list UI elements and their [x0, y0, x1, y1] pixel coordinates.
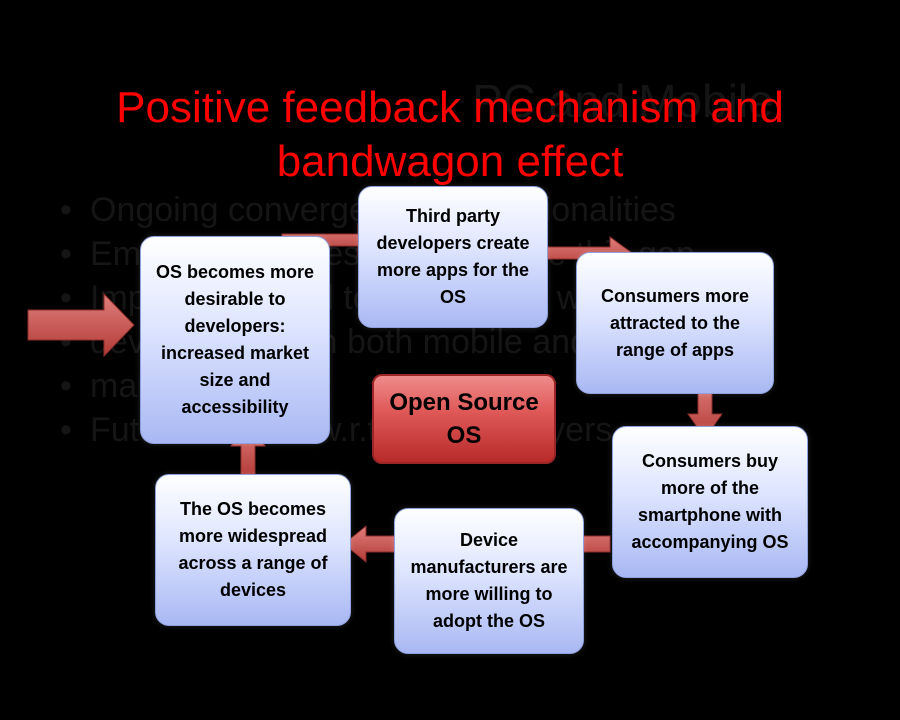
node-os-desirable-label: OS becomes more desirable to developers:…: [155, 262, 315, 417]
node-os-widespread-label: The OS becomes more widespread across a …: [178, 499, 328, 600]
background-slide-title: PC and Mobile: [472, 75, 774, 127]
node-third-party-developers-label: Third party developers create more apps …: [376, 206, 530, 307]
node-consumers-buy-label: Consumers buy more of the smartphone wit…: [631, 451, 789, 552]
node-device-manufacturers-label: Device manufacturers are more willing to…: [410, 530, 568, 631]
node-consumers-attracted: Consumers more attracted to the range of…: [576, 252, 774, 394]
node-consumers-attracted-label: Consumers more attracted to the range of…: [600, 285, 750, 360]
node-os-widespread: The OS becomes more widespread across a …: [155, 474, 351, 626]
node-consumers-buy: Consumers buy more of the smartphone wit…: [612, 426, 808, 578]
center-open-source-os-label: Open Source OS: [389, 389, 539, 449]
node-os-desirable: OS becomes more desirable to developers:…: [140, 236, 330, 444]
node-third-party-developers: Third party developers create more apps …: [358, 186, 548, 328]
node-device-manufacturers: Device manufacturers are more willing to…: [394, 508, 584, 654]
slide-title: Positive feedback mechanism and bandwago…: [116, 83, 784, 187]
center-open-source-os: Open Source OS: [372, 374, 556, 464]
